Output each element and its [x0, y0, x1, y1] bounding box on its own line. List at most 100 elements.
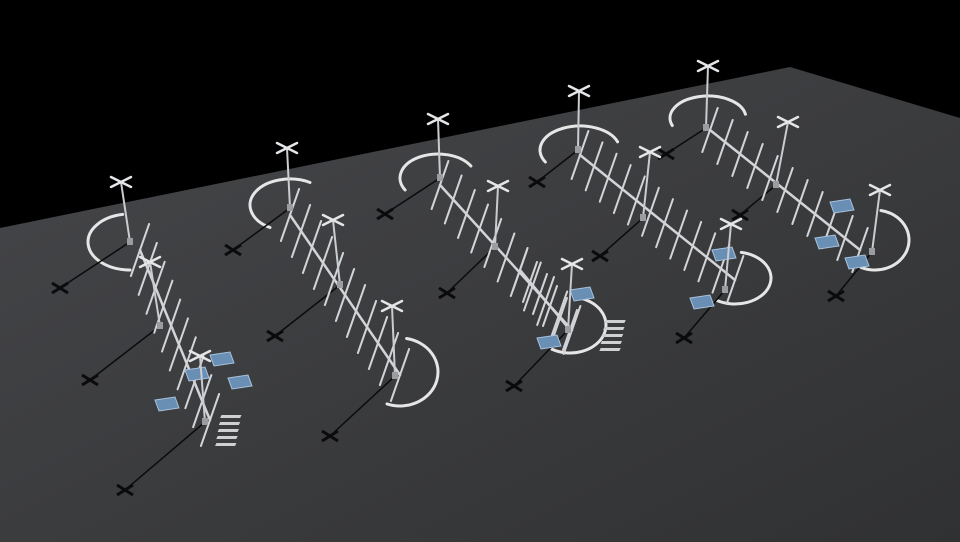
mast-base: [640, 214, 646, 221]
mast-pole: [724, 223, 732, 291]
mast-top-cross: [321, 213, 345, 227]
mast-pole: [391, 305, 396, 377]
mast-base: [337, 281, 343, 288]
boom-element: [192, 374, 213, 429]
boom-element: [701, 107, 719, 153]
boom-element: [496, 232, 516, 283]
mast-shadow-line: [683, 289, 726, 339]
mast-top-cross: [719, 217, 743, 231]
mast-top-cross: [696, 59, 720, 73]
mast-shadow-cross: [321, 429, 339, 443]
mast-base: [565, 326, 571, 333]
crosswalk-stripe: [215, 443, 237, 446]
boom-element: [430, 160, 450, 210]
boom-element: [279, 188, 301, 242]
mast-pole: [286, 147, 291, 209]
mast-base: [392, 372, 398, 379]
mast-shadow-cross: [528, 175, 546, 189]
mast-shadow-line: [232, 207, 291, 251]
mast-base: [287, 204, 293, 211]
ground-arc: [385, 337, 440, 408]
mast-shadow-line: [446, 246, 496, 294]
mast-top-cross: [109, 175, 133, 189]
boom-element: [731, 131, 749, 177]
mast-base: [492, 243, 498, 250]
crosswalk-stripe: [220, 415, 242, 418]
boom-element: [334, 268, 356, 322]
boom-element: [345, 284, 367, 338]
boom-element: [612, 164, 632, 215]
boom-element: [470, 203, 489, 254]
mast-shadows: [51, 127, 873, 497]
mast-shadow-cross: [376, 207, 394, 221]
boom-element: [522, 261, 538, 303]
boom-spine: [578, 153, 737, 282]
mast-top-cross: [138, 255, 162, 269]
boom-element: [806, 191, 824, 237]
mast-pole: [642, 151, 651, 219]
boom-element: [378, 332, 400, 386]
boom-spine: [518, 268, 572, 332]
mast-shadow-cross: [505, 379, 523, 393]
mast-top-cross: [188, 349, 212, 363]
mast-pole: [705, 65, 709, 129]
crosswalk-stripe: [601, 334, 624, 337]
boom-element: [746, 143, 764, 189]
solar-panel: [536, 334, 562, 350]
ground-arc: [248, 177, 312, 230]
mast-pole: [149, 261, 161, 327]
boom-element: [761, 155, 779, 201]
mast-shadow-cross: [731, 208, 749, 222]
solar-panel: [154, 396, 180, 412]
boom-element: [697, 232, 717, 283]
boom-element: [443, 174, 463, 225]
mast-top-cross: [567, 84, 591, 98]
boom-element: [312, 236, 334, 290]
mast-base: [437, 174, 443, 181]
solar-panel: [184, 366, 210, 382]
ground-arc: [856, 208, 911, 272]
mast-shadow-cross: [827, 289, 845, 303]
boom-element: [389, 348, 411, 402]
mast-base: [773, 181, 779, 188]
boom-element: [598, 152, 618, 203]
mast-top-cross: [638, 145, 662, 159]
mast-pole: [577, 90, 580, 151]
mast-pole: [775, 121, 789, 186]
ground-arc: [668, 94, 747, 128]
boom-element: [290, 204, 312, 258]
mast-shadow-line: [329, 375, 396, 437]
mast-base: [202, 418, 208, 425]
mast-top-cross: [868, 183, 892, 197]
mast-base: [575, 146, 581, 153]
antenna-booms: [129, 107, 869, 447]
boom-element: [552, 297, 568, 339]
boom-element: [791, 179, 809, 225]
solar-panels: [154, 198, 870, 412]
crosswalk-stripe: [217, 429, 239, 432]
boom-element: [641, 186, 660, 237]
mast-pole: [494, 185, 499, 248]
crosswalk-stripe: [216, 436, 238, 439]
mast-shadow-line: [59, 241, 131, 289]
boom-element: [323, 252, 345, 306]
ground-arcs: [86, 94, 911, 408]
mast-base: [157, 322, 163, 329]
mast-shadow-line: [384, 177, 441, 215]
mast-pole: [199, 355, 206, 423]
solar-panel: [569, 286, 595, 302]
mast-shadow-cross: [591, 249, 609, 263]
mast-base: [869, 248, 875, 255]
mast-pole: [437, 118, 441, 179]
mast-shadow-cross: [266, 329, 284, 343]
boom-element: [356, 300, 378, 354]
ground-plane: [0, 67, 960, 542]
boom-element: [367, 316, 389, 370]
boom-element: [683, 220, 703, 271]
boom-element: [199, 393, 221, 447]
mast-top-cross: [380, 299, 404, 313]
mast-pole: [120, 181, 131, 243]
boom-element: [776, 167, 794, 213]
boom-element: [457, 189, 476, 239]
